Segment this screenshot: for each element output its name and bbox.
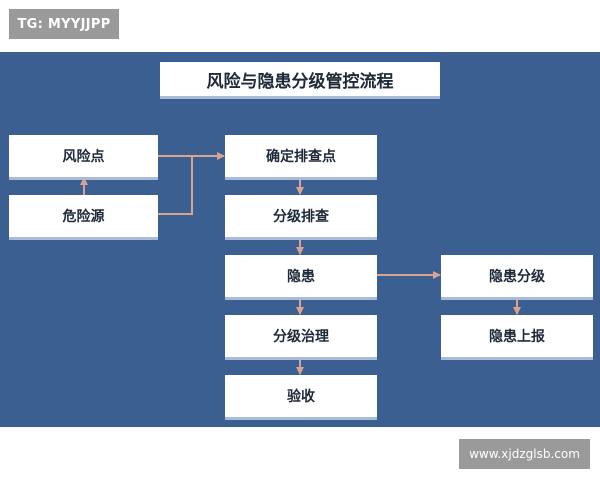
diagram-title: 风险与隐患分级管控流程 [206, 71, 394, 92]
top-watermark-text: TG: MYYJJPP [17, 16, 111, 32]
node-risk-point-label: 风险点 [62, 149, 105, 165]
node-danger-grading-label: 隐患分级 [489, 269, 545, 285]
node-hidden-danger-label: 隐患 [287, 269, 315, 285]
node-acceptance: 验收 [225, 375, 377, 417]
node-acceptance-label: 验收 [287, 389, 315, 405]
node-grade-govern: 分级治理 [225, 315, 377, 357]
node-danger-report-label: 隐患上报 [489, 329, 545, 345]
node-danger-report: 隐患上报 [441, 315, 593, 357]
node-grade-govern-label: 分级治理 [273, 329, 329, 345]
node-danger-grading: 隐患分级 [441, 255, 593, 297]
node-confirm-check-label: 确定排查点 [266, 149, 336, 165]
node-confirm-check: 确定排查点 [225, 135, 377, 177]
top-watermark-tag: TG: MYYJJPP [9, 9, 119, 39]
node-grade-check-label: 分级排查 [273, 209, 329, 225]
node-hidden-danger: 隐患 [225, 255, 377, 297]
node-risk-point: 风险点 [9, 135, 158, 177]
line-hazard-join [158, 156, 193, 215]
bottom-watermark-text: www.xjdzglsb.com [469, 447, 580, 461]
node-hazard-source: 危险源 [9, 195, 158, 237]
node-grade-check: 分级排查 [225, 195, 377, 237]
bottom-watermark-tag: www.xjdzglsb.com [459, 439, 590, 469]
diagram-title-box: 风险与隐患分级管控流程 [160, 62, 440, 96]
node-hazard-source-label: 危险源 [62, 209, 105, 225]
